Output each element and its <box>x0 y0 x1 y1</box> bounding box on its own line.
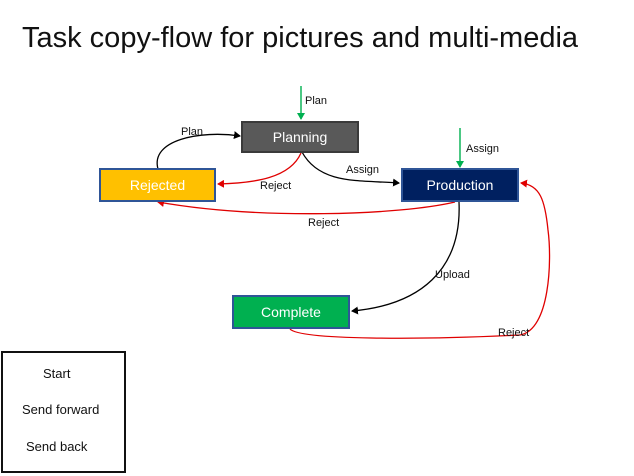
node-production: Production <box>401 168 519 202</box>
edge-label-reject-production: Reject <box>308 217 340 229</box>
reject-planning-arrow <box>217 152 302 188</box>
reject-complete-arrow <box>289 179 551 339</box>
legend-start-label: Start <box>43 366 71 381</box>
edge-label-assign-start: Assign <box>466 143 500 155</box>
page-title: Task copy-flow for pictures and multi-me… <box>22 22 579 54</box>
edge-label-plan-back: Plan <box>181 126 204 138</box>
edge-label-reject-planning: Reject <box>260 180 292 192</box>
node-planning: Planning <box>241 121 359 153</box>
edge-label-reject-complete: Reject <box>498 327 530 339</box>
upload-arrow <box>351 201 460 315</box>
edge-label-plan-start: Plan <box>305 95 328 107</box>
node-planning-label: Planning <box>272 129 328 145</box>
edge-label-upload: Upload <box>435 269 470 281</box>
node-rejected: Rejected <box>99 168 216 202</box>
legend-back-label: Send back <box>26 439 88 454</box>
node-complete: Complete <box>232 295 350 329</box>
node-rejected-label: Rejected <box>129 177 186 193</box>
assign-arrow <box>301 151 400 187</box>
node-production-label: Production <box>426 177 494 193</box>
plan-arrow <box>156 131 241 170</box>
legend-forward-label: Send forward <box>22 402 100 417</box>
node-complete-label: Complete <box>261 304 321 320</box>
reject-production-arrow <box>157 199 456 215</box>
edge-label-assign: Assign <box>346 164 380 176</box>
legend-box <box>1 351 126 473</box>
